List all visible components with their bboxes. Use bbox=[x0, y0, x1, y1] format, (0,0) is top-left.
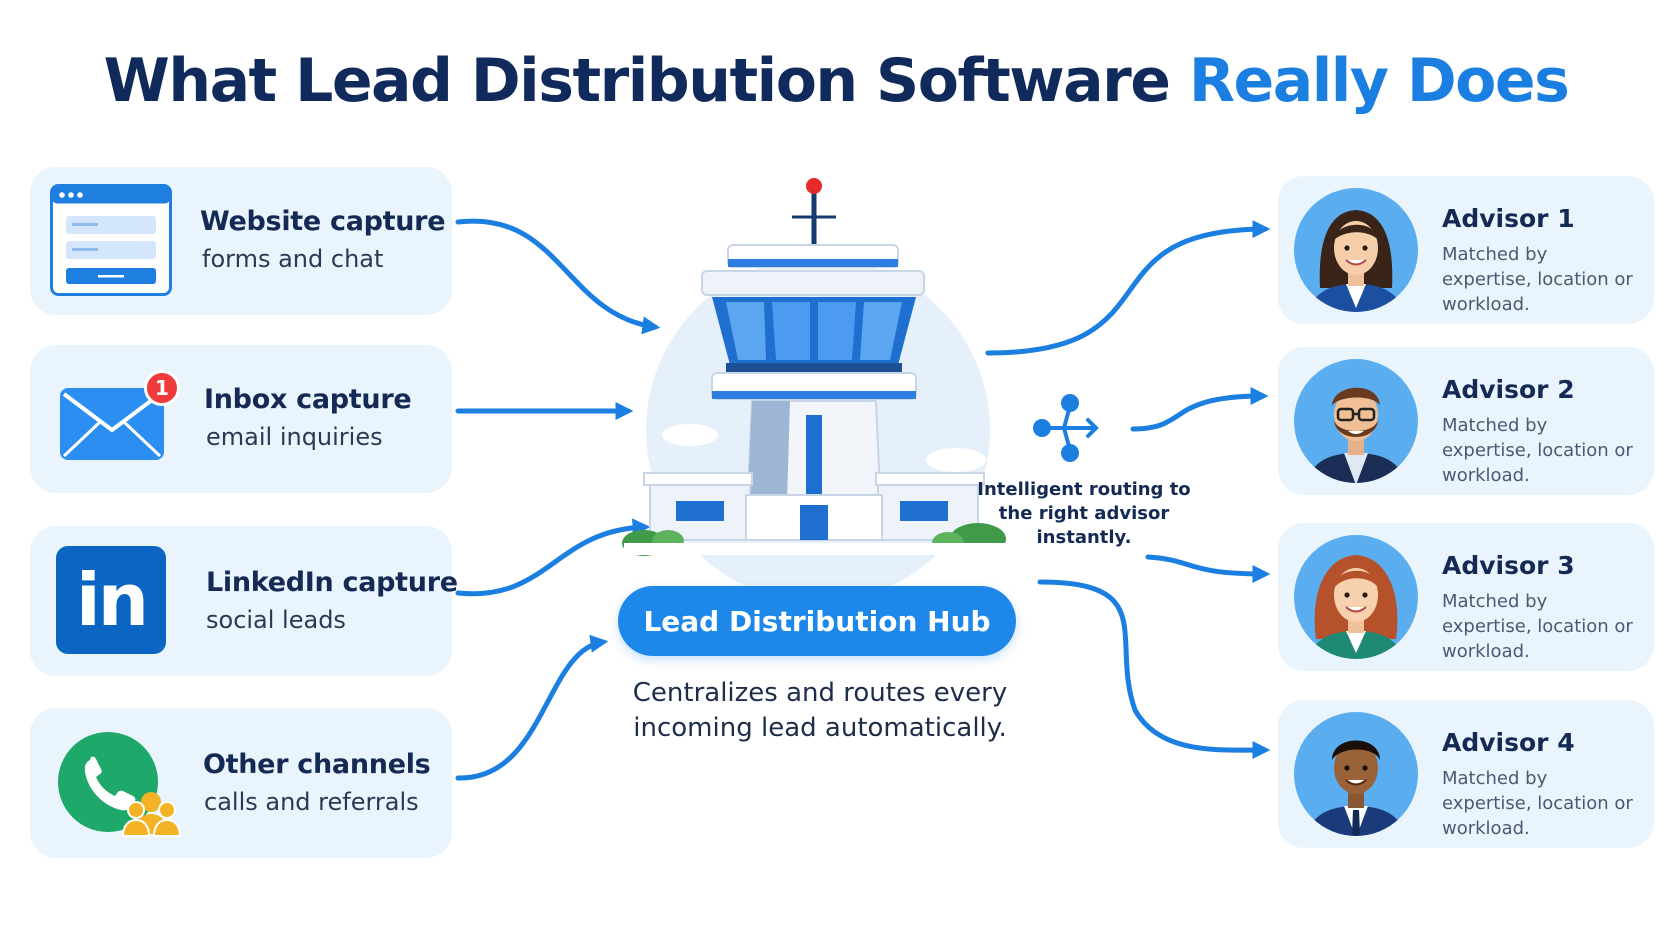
source-subtitle-website: forms and chat bbox=[202, 245, 384, 273]
advisor-name-4: Advisor 4 bbox=[1442, 728, 1575, 757]
arrow-hub-to-advisor-3 bbox=[1145, 554, 1271, 583]
arrow-linkedin-to-hub bbox=[455, 518, 651, 597]
notification-badge: 1 bbox=[144, 370, 180, 406]
source-subtitle-inbox: email inquiries bbox=[206, 423, 383, 451]
badge-count: 1 bbox=[155, 376, 169, 400]
source-title-inbox: Inbox capture bbox=[204, 384, 412, 415]
hub-label: Lead Distribution Hub bbox=[618, 586, 1016, 656]
advisor-avatar-1 bbox=[1294, 188, 1418, 312]
advisor-description-4: Matched by expertise, location or worklo… bbox=[1442, 768, 1633, 839]
source-title-linkedin: LinkedIn capture bbox=[206, 567, 458, 598]
advisor-name-3: Advisor 3 bbox=[1442, 551, 1575, 580]
hub-description: Centralizes and routes every incoming le… bbox=[632, 678, 1008, 743]
arrow-other-to-hub bbox=[455, 634, 609, 781]
source-title-other: Other channels bbox=[203, 749, 431, 780]
advisor-description-1: Matched by expertise, location or worklo… bbox=[1442, 244, 1633, 315]
email-icon bbox=[60, 388, 164, 460]
source-subtitle-linkedin: social leads bbox=[206, 606, 346, 634]
advisor-avatar-4 bbox=[1294, 712, 1418, 836]
phone-referral-icon bbox=[58, 732, 182, 837]
advisor-description-3: Matched by expertise, location or worklo… bbox=[1442, 591, 1633, 662]
arrow-hub-to-advisor-2 bbox=[1130, 387, 1269, 432]
page-title: What Lead Distribution Software Really D… bbox=[0, 46, 1672, 116]
linkedin-text: in bbox=[76, 558, 149, 642]
title-accent: Really Does bbox=[1188, 46, 1570, 116]
source-title-website: Website capture bbox=[200, 206, 446, 237]
control-tower-icon bbox=[622, 178, 1010, 602]
advisor-name-1: Advisor 1 bbox=[1442, 204, 1575, 233]
source-subtitle-other: calls and referrals bbox=[204, 788, 419, 816]
linkedin-icon: in bbox=[56, 546, 166, 654]
advisor-description-2: Matched by expertise, location or worklo… bbox=[1442, 415, 1633, 486]
arrow-hub-to-advisor-4 bbox=[1037, 579, 1271, 760]
title-main: What Lead Distribution Software bbox=[103, 46, 1171, 116]
advisor-name-2: Advisor 2 bbox=[1442, 375, 1575, 404]
advisor-avatar-2 bbox=[1294, 359, 1418, 483]
routing-network-icon bbox=[1033, 394, 1099, 462]
browser-form-icon bbox=[50, 184, 172, 296]
arrow-website-to-hub bbox=[455, 218, 661, 335]
routing-label: Intelligent routing to the right advisor… bbox=[977, 479, 1191, 548]
arrow-hub-to-advisor-1 bbox=[985, 220, 1271, 356]
advisor-avatar-3 bbox=[1294, 535, 1418, 659]
